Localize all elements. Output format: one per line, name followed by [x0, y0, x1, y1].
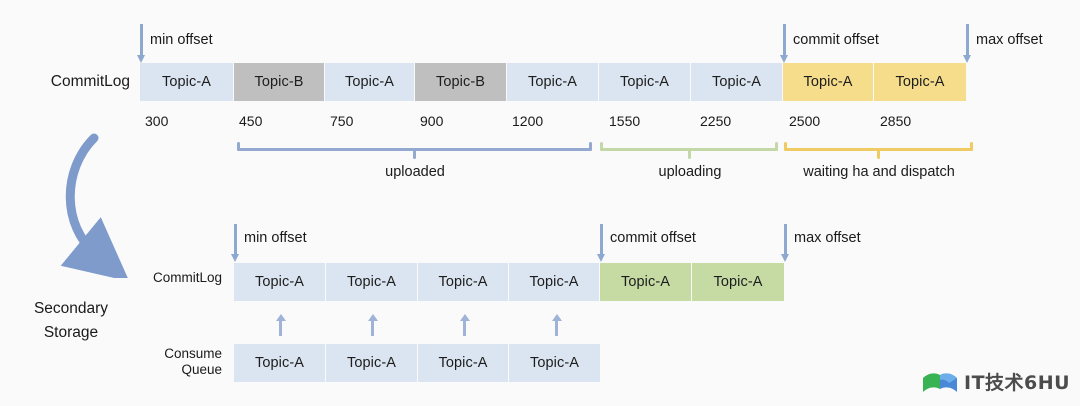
bracket-tick-left — [237, 142, 240, 151]
secondary-storage-curved-arrow-icon — [60, 133, 130, 278]
commitlog-cell[interactable]: Topic-A — [418, 263, 509, 301]
offset-value: 300 — [145, 113, 169, 129]
offset-value: 2250 — [700, 113, 732, 129]
bracket-bar — [600, 148, 778, 151]
bracket-stem — [413, 150, 416, 159]
bracket-stem — [877, 150, 880, 159]
commitlog-cell[interactable]: Topic-A — [140, 63, 234, 101]
secondary-commitlog-cells: Topic-A Topic-A Topic-A Topic-A Topic-A … — [234, 263, 784, 301]
arrow-shaft — [140, 24, 143, 55]
arrow-shaft — [234, 224, 237, 254]
bracket-label: waiting ha and dispatch — [803, 164, 955, 180]
commitlog-cell[interactable]: Topic-A — [326, 263, 418, 301]
marker-label: min offset — [244, 230, 307, 246]
marker-label: max offset — [976, 32, 1043, 48]
arrow-head-up-icon — [551, 314, 562, 321]
bracket-stem — [688, 150, 691, 159]
arrow-head-down-icon — [136, 55, 145, 63]
arrow-head-down-icon — [230, 254, 239, 262]
commitlog-cell[interactable]: Topic-A — [234, 263, 326, 301]
consume-queue-cell[interactable]: Topic-A — [234, 344, 326, 382]
consume-queue-row-label: Consume Queue — [164, 346, 222, 377]
arrow-head-down-icon — [596, 254, 605, 262]
arrow-shaft — [279, 320, 282, 336]
commitlog-cell[interactable]: Topic-B — [415, 63, 507, 101]
bracket-tick-left — [600, 142, 603, 151]
arrow-shaft — [783, 24, 786, 55]
consume-queue-cell[interactable]: Topic-A — [509, 344, 600, 382]
offset-value: 2500 — [789, 113, 821, 129]
bracket-bar — [237, 148, 592, 151]
arrow-head-up-icon — [459, 314, 470, 321]
arrow-head-down-icon — [962, 55, 971, 63]
arrow-head-up-icon — [275, 314, 286, 321]
arrow-shaft — [966, 24, 969, 55]
watermark: IT技术6HU — [922, 368, 1070, 395]
bracket-tick-right — [970, 142, 973, 151]
arrow-head-up-icon — [367, 314, 378, 321]
consume-queue-cell[interactable]: Topic-A — [418, 344, 509, 382]
offset-value: 750 — [330, 113, 354, 129]
watermark-logo-icon — [923, 372, 957, 392]
commitlog-cell[interactable]: Topic-A — [509, 263, 600, 301]
commitlog-cell[interactable]: Topic-A — [874, 63, 966, 101]
offset-value: 1550 — [609, 113, 641, 129]
arrow-shaft — [463, 320, 466, 336]
bracket-tick-right — [589, 142, 592, 151]
consume-queue-cells: Topic-A Topic-A Topic-A Topic-A — [234, 344, 600, 382]
primary-commitlog-row-label: CommitLog — [50, 73, 130, 90]
consume-queue-cell[interactable]: Topic-A — [326, 344, 418, 382]
commitlog-cell[interactable]: Topic-A — [599, 63, 691, 101]
marker-label: commit offset — [793, 32, 879, 48]
bracket-tick-left — [784, 142, 787, 151]
arrow-head-down-icon — [780, 254, 789, 262]
commitlog-cell[interactable]: Topic-A — [692, 263, 784, 301]
marker-label: min offset — [150, 32, 213, 48]
marker-label: commit offset — [610, 230, 696, 246]
arrow-shaft — [784, 224, 787, 254]
offset-value: 900 — [420, 113, 444, 129]
arrow-head-down-icon — [779, 55, 788, 63]
commitlog-cell[interactable]: Topic-A — [325, 63, 415, 101]
bracket-tick-right — [775, 142, 778, 151]
secondary-commitlog-row-label: CommitLog — [152, 270, 222, 285]
arrow-shaft — [371, 320, 374, 336]
offset-value: 1200 — [512, 113, 544, 129]
marker-label: max offset — [794, 230, 861, 246]
arrow-shaft — [600, 224, 603, 254]
commitlog-cell[interactable]: Topic-A — [783, 63, 874, 101]
commitlog-cell[interactable]: Topic-A — [691, 63, 783, 101]
watermark-text: IT技术6HU — [964, 372, 1071, 394]
offset-value: 2850 — [880, 113, 912, 129]
secondary-storage-title: Secondary Storage — [33, 300, 109, 342]
bracket-label: uploaded — [385, 164, 445, 180]
commitlog-cell[interactable]: Topic-B — [234, 63, 325, 101]
bracket-label: uploading — [658, 164, 722, 180]
bracket-bar — [784, 148, 973, 151]
commitlog-cell[interactable]: Topic-A — [507, 63, 599, 101]
arrow-shaft — [555, 320, 558, 336]
offset-value: 450 — [239, 113, 263, 129]
commitlog-cell[interactable]: Topic-A — [600, 263, 692, 301]
primary-commitlog-cells: Topic-A Topic-B Topic-A Topic-B Topic-A … — [140, 63, 966, 101]
